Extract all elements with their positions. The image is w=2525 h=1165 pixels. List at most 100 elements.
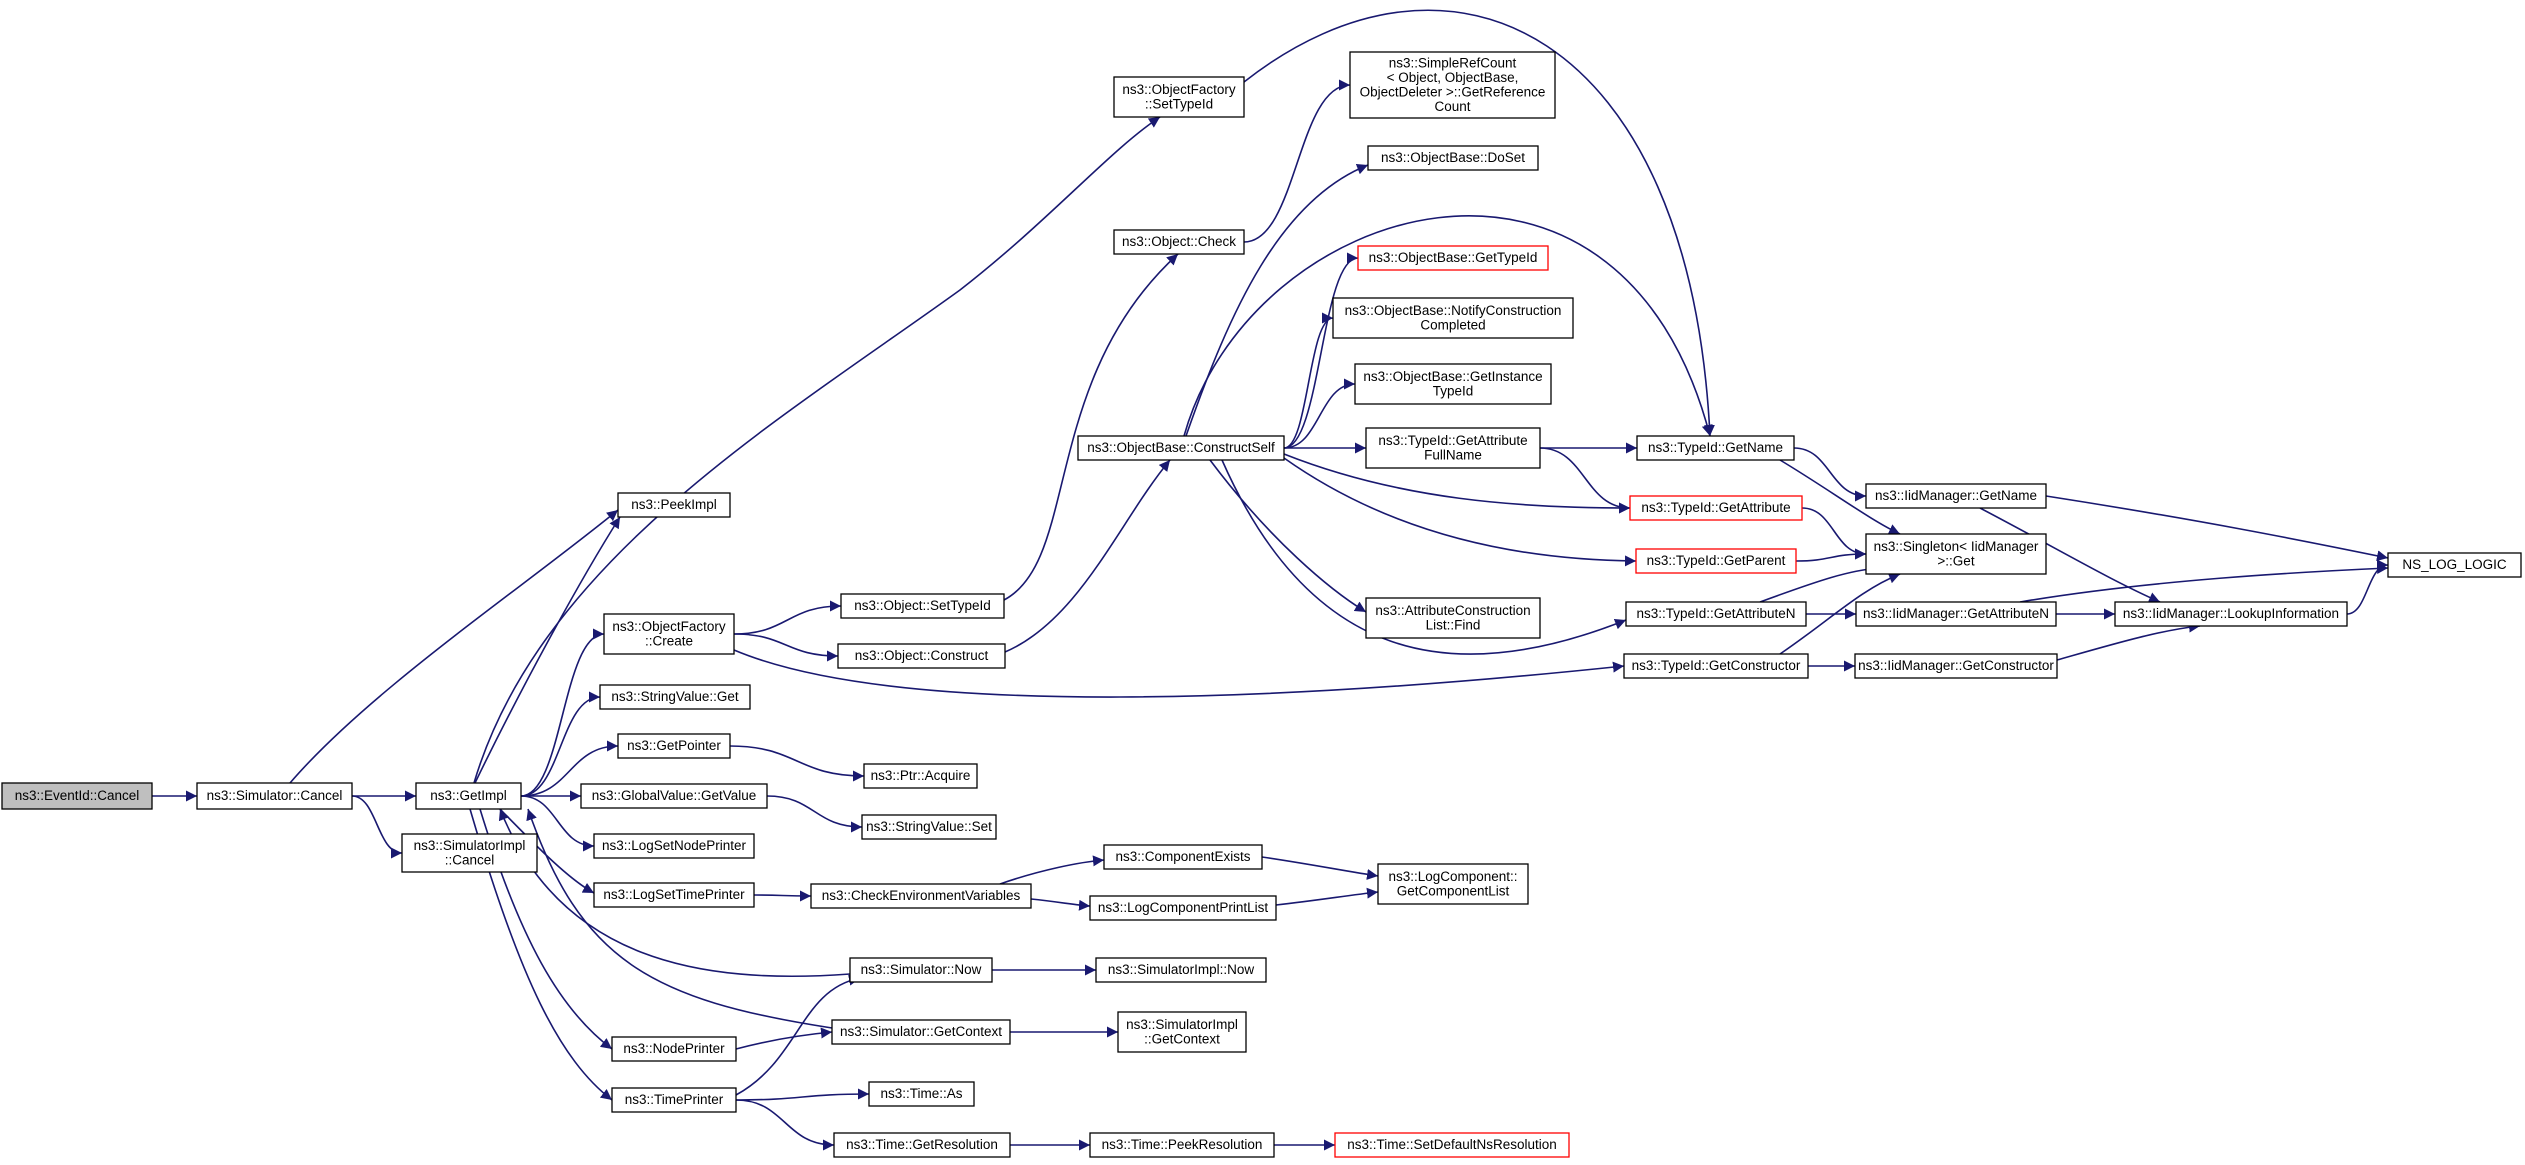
- node-sim-getcontext[interactable]: ns3::Simulator::GetContext: [831, 1019, 1011, 1045]
- node-box: [1377, 863, 1529, 905]
- node-label: ns3::Time::As: [880, 1086, 962, 1101]
- node-box: [611, 1036, 737, 1062]
- node-simimpl-getcontext[interactable]: ns3::SimulatorImpl::GetContext: [1117, 1011, 1247, 1053]
- node-label: ns3::IidManager::GetAttributeN: [1863, 606, 2049, 621]
- edge-compexists-to-logcomp-getlist: [1261, 856, 1379, 880]
- node-logcomp-getlist[interactable]: ns3::LogComponent::GetComponentList: [1377, 863, 1529, 905]
- node-box: [1117, 1011, 1247, 1053]
- node-box: [1865, 483, 2047, 509]
- node-label: ns3::ObjectBase::ConstructSelf: [1087, 440, 1275, 455]
- node-logcompprintlist[interactable]: ns3::LogComponentPrintList: [1089, 895, 1277, 921]
- node-box: [1636, 435, 1795, 461]
- node-ob-notifyconstruction[interactable]: ns3::ObjectBase::NotifyConstructionCompl…: [1332, 297, 1574, 339]
- node-label: List::Find: [1426, 617, 1481, 632]
- node-ob-doset[interactable]: ns3::ObjectBase::DoSet: [1367, 145, 1539, 171]
- node-box: [840, 593, 1005, 619]
- node-label: ns3::CheckEnvironmentVariables: [822, 888, 1021, 903]
- node-box: [1095, 957, 1267, 983]
- node-simimpl-now[interactable]: ns3::SimulatorImpl::Now: [1095, 957, 1267, 983]
- node-checkenv[interactable]: ns3::CheckEnvironmentVariables: [810, 883, 1032, 909]
- node-tid-getparent[interactable]: ns3::TypeId::GetParent: [1635, 548, 1797, 574]
- node-label: ns3::AttributeConstruction: [1375, 603, 1530, 618]
- node-ob-gettypeid[interactable]: ns3::ObjectBase::GetTypeId: [1357, 245, 1549, 271]
- node-box: [1349, 51, 1556, 119]
- edge-ob-constructself-to-ob-getinstancetypeid: [1283, 378, 1356, 449]
- node-singleton-get[interactable]: ns3::Singleton< IidManager >::Get: [1865, 533, 2047, 575]
- node-logsettimeprinter[interactable]: ns3::LogSetTimePrinter: [593, 882, 755, 908]
- node-getimpl[interactable]: ns3::GetImpl: [415, 782, 522, 810]
- node-box: [401, 833, 538, 873]
- edge-ob-constructself-to-ob-gettypeid: [1283, 252, 1359, 449]
- node-obj-construct[interactable]: ns3::Object::Construct: [837, 643, 1006, 669]
- node-iidm-lookupinfo[interactable]: ns3::IidManager::LookupInformation: [2114, 601, 2348, 627]
- node-label: ns3::ObjectBase::GetInstance: [1363, 369, 1542, 384]
- node-tid-getattributen[interactable]: ns3::TypeId::GetAttributeN: [1625, 601, 1807, 627]
- node-box: [868, 1081, 975, 1107]
- node-obj-check[interactable]: ns3::Object::Check: [1113, 229, 1245, 255]
- node-time-setdefaultres[interactable]: ns3::Time::SetDefaultNsResolution: [1334, 1132, 1570, 1158]
- node-iidm-getattributen[interactable]: ns3::IidManager::GetAttributeN: [1855, 601, 2057, 627]
- node-ob-constructself[interactable]: ns3::ObjectBase::ConstructSelf: [1077, 435, 1285, 461]
- node-box: [1103, 844, 1263, 870]
- edge-getimpl-to-getpointer: [520, 740, 619, 797]
- node-simimpl-cancel[interactable]: ns3::SimulatorImpl::Cancel: [401, 833, 538, 873]
- node-label: ns3::StringValue::Get: [611, 689, 739, 704]
- node-label: ns3::ObjectBase::DoSet: [1381, 150, 1525, 165]
- node-tid-getname[interactable]: ns3::TypeId::GetName: [1636, 435, 1795, 461]
- node-time-as[interactable]: ns3::Time::As: [868, 1081, 975, 1107]
- node-src-getrefcount[interactable]: ns3::SimpleRefCount< Object, ObjectBase,…: [1349, 51, 1556, 119]
- node-ptr-acquire[interactable]: ns3::Ptr::Acquire: [863, 763, 978, 789]
- edge-ob-constructself-to-tid-getattribute: [1283, 453, 1631, 514]
- node-label: ns3::Simulator::GetContext: [840, 1024, 1002, 1039]
- node-obj-settypeid[interactable]: ns3::Object::SetTypeId: [840, 593, 1005, 619]
- node-iidm-getconstructor[interactable]: ns3::IidManager::GetConstructor: [1854, 653, 2058, 679]
- node-label: ns3::ObjectBase::NotifyConstruction: [1345, 303, 1562, 318]
- edge-sim-getcontext-to-getimpl: [526, 808, 833, 1029]
- node-strval-get[interactable]: ns3::StringValue::Get: [599, 684, 751, 710]
- edge-obj-settypeid-to-obj-check: [1003, 253, 1179, 601]
- node-label: ns3::ObjectFactory: [612, 619, 726, 634]
- node-label: ns3::GetPointer: [627, 738, 721, 753]
- node-label: ns3::Time::SetDefaultNsResolution: [1347, 1137, 1557, 1152]
- node-ns-log-logic[interactable]: NS_LOG_LOGIC: [2387, 552, 2522, 578]
- node-sim-cancel[interactable]: ns3::Simulator::Cancel: [196, 782, 353, 810]
- node-box: [593, 833, 755, 859]
- edge-of-create-to-obj-construct: [733, 633, 839, 662]
- edge-getimpl-to-of-settypeid: [473, 116, 1161, 784]
- edge-tid-getattrfullname-to-tid-getattribute: [1539, 447, 1631, 514]
- node-time-getres[interactable]: ns3::Time::GetResolution: [833, 1132, 1011, 1158]
- node-box: [833, 1132, 1011, 1158]
- edge-ob-constructself-to-tid-getparent: [1283, 457, 1637, 567]
- node-label: ns3::EventId::Cancel: [15, 788, 140, 803]
- node-sim-now[interactable]: ns3::Simulator::Now: [849, 957, 993, 983]
- node-nodeprinter[interactable]: ns3::NodePrinter: [611, 1036, 737, 1062]
- node-label: ns3::SimulatorImpl: [414, 838, 526, 853]
- node-peekimpl[interactable]: ns3::PeekImpl: [617, 492, 731, 518]
- node-of-create[interactable]: ns3::ObjectFactory::Create: [603, 613, 735, 655]
- node-logsetnodeprinter[interactable]: ns3::LogSetNodePrinter: [593, 833, 755, 859]
- node-box: [1357, 245, 1549, 271]
- node-box: [1365, 427, 1541, 469]
- node-label: ns3::Simulator::Cancel: [207, 788, 343, 803]
- node-time-peekres[interactable]: ns3::Time::PeekResolution: [1089, 1132, 1275, 1158]
- node-tid-getconstructor[interactable]: ns3::TypeId::GetConstructor: [1623, 653, 1809, 679]
- node-iidm-getname[interactable]: ns3::IidManager::GetName: [1865, 483, 2047, 509]
- edge-timeprinter-to-sim-now: [735, 974, 861, 1096]
- node-timeprinter[interactable]: ns3::TimePrinter: [611, 1087, 737, 1113]
- node-label: ns3::ObjectBase::GetTypeId: [1369, 250, 1538, 265]
- node-box: [2387, 552, 2522, 578]
- node-label: ns3::IidManager::LookupInformation: [2123, 606, 2339, 621]
- node-of-settypeid[interactable]: ns3::ObjectFactory::SetTypeId: [1113, 76, 1245, 118]
- edge-ob-constructself-to-ob-doset: [1185, 163, 1369, 437]
- node-strval-set[interactable]: ns3::StringValue::Set: [861, 814, 997, 840]
- node-label: GetComponentList: [1397, 883, 1510, 898]
- node-tid-getattribute[interactable]: ns3::TypeId::GetAttribute: [1629, 495, 1803, 521]
- node-label: Completed: [1420, 317, 1485, 332]
- node-getpointer[interactable]: ns3::GetPointer: [617, 733, 731, 759]
- node-gv-getvalue[interactable]: ns3::GlobalValue::GetValue: [580, 783, 768, 809]
- node-compexists[interactable]: ns3::ComponentExists: [1103, 844, 1263, 870]
- node-box: [1625, 601, 1807, 627]
